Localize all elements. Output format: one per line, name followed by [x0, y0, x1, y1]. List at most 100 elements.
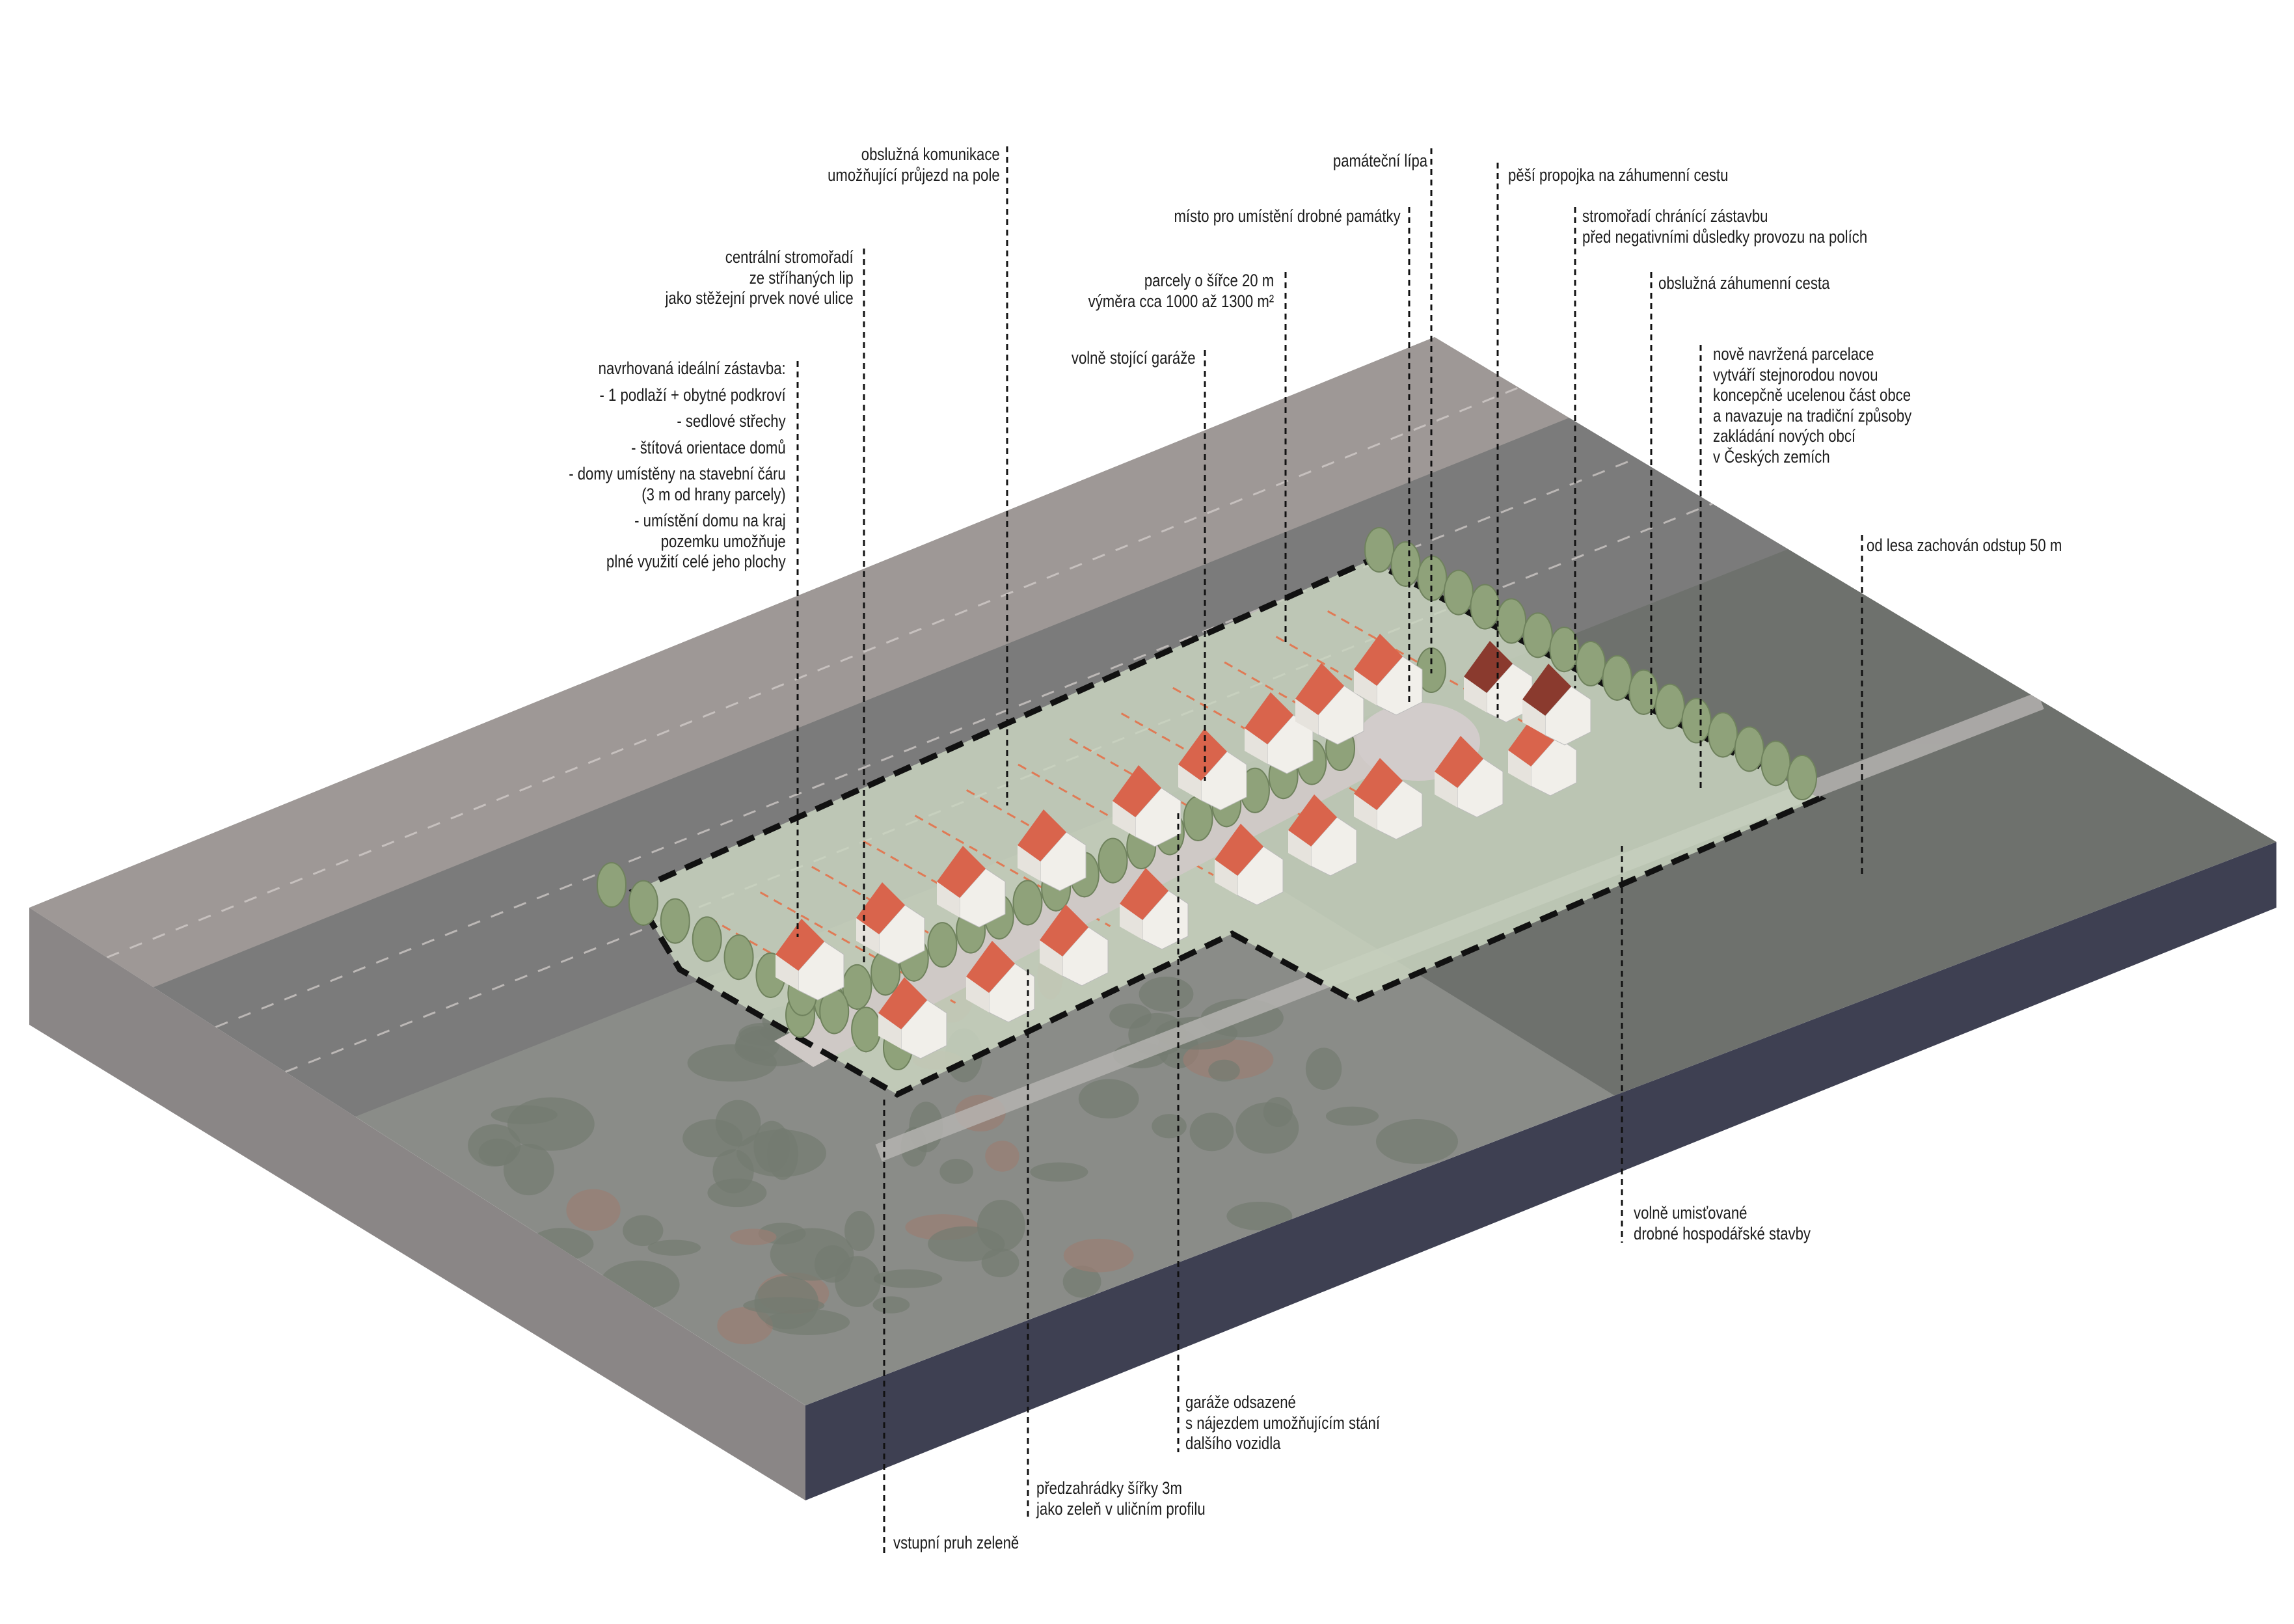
village-feature — [736, 1130, 826, 1177]
annotation-line: s nájezdem umožňujícím stání — [1185, 1413, 1381, 1433]
tree — [1576, 641, 1606, 686]
village-feature — [1183, 1039, 1274, 1080]
annotation-line: od lesa zachován odstup 50 m — [1867, 535, 2062, 555]
village-feature — [729, 1228, 777, 1245]
tree — [1522, 612, 1553, 658]
village-feature — [939, 1159, 973, 1184]
house — [1522, 664, 1591, 746]
village-feature — [566, 1189, 621, 1231]
annotation-monument-place: místo pro umístění drobné památky — [1174, 206, 1401, 227]
annotation-line: nově navržená parcelace — [1713, 344, 1874, 364]
tree — [692, 916, 722, 962]
village-feature — [1062, 1265, 1101, 1298]
annotation-line: vstupní pruh zeleně — [893, 1533, 1019, 1552]
annotation-line: a navazuje na tradiční způsoby — [1713, 405, 1912, 426]
annotation-line: zakládání nových obcí — [1713, 426, 1856, 446]
plot-line — [759, 891, 956, 1004]
village-feature — [754, 1276, 819, 1330]
plot-line — [914, 815, 1111, 927]
annotation-line: - umístění domu na kraj — [634, 511, 786, 530]
village-feature — [647, 1239, 701, 1256]
village-feature — [985, 1141, 1019, 1172]
village-feature — [1063, 1238, 1134, 1273]
house — [1178, 729, 1247, 811]
tree — [1787, 755, 1817, 800]
village-feature — [1208, 1059, 1240, 1082]
village-feature — [1226, 1201, 1293, 1231]
house — [1354, 634, 1423, 716]
house — [1040, 904, 1109, 986]
house — [966, 941, 1035, 1023]
annotation-line: pozemku umožňuje — [661, 531, 786, 551]
village-feature — [1325, 1106, 1379, 1126]
tree — [1443, 569, 1474, 616]
tree — [1761, 740, 1791, 787]
tree — [851, 1007, 882, 1053]
tree — [1364, 527, 1394, 573]
tree — [1628, 669, 1659, 715]
village-feature — [770, 1228, 854, 1281]
annotation-line: koncepčně ucelenou část obce — [1713, 385, 1911, 405]
tree — [597, 862, 627, 908]
houses — [776, 634, 1591, 1059]
annotation-line: obslužná komunikace — [861, 144, 1000, 164]
tree — [927, 922, 958, 968]
village-feature — [623, 1215, 664, 1247]
annotation-line: dalšího vozidla — [1185, 1433, 1281, 1453]
village-feature — [928, 1226, 1005, 1262]
tree — [723, 934, 754, 981]
tree — [1681, 697, 1712, 744]
village-feature — [1235, 1102, 1299, 1154]
house — [856, 882, 925, 964]
annotation-line: ze stříhaných lip — [749, 267, 854, 288]
tree — [660, 898, 690, 944]
annotation-line: obslužná záhumenní cesta — [1658, 273, 1830, 293]
annotation-line: jako stěžejní prvek nové ulice — [665, 288, 854, 308]
annotation-line: navrhovaná ideální zástavba: — [598, 359, 786, 378]
annotation-line: - štítová orientace domů — [631, 437, 786, 457]
annotation-line: - 1 podlaží + obytné podkroví — [599, 385, 786, 405]
annotation-line: místo pro umístění drobné památky — [1174, 206, 1401, 226]
slab-left-face — [29, 908, 805, 1500]
annotation-line: umožňující průjezd na pole — [828, 165, 1000, 185]
annotation-back-lane: obslužná záhumenní cesta — [1658, 273, 1829, 294]
village-feature — [873, 1269, 943, 1288]
annotation-line: plné využití celé jeho plochy — [606, 552, 786, 571]
annotation-line: stromořadí chránící zástavbu — [1582, 206, 1768, 226]
tree — [1654, 683, 1685, 729]
annotation-detached-garages: volně stojící garáže — [1072, 348, 1196, 369]
village-feature — [844, 1210, 875, 1251]
annotation-line: památeční lípa — [1332, 151, 1427, 170]
house — [1295, 663, 1364, 745]
house — [1245, 692, 1314, 774]
annotation-line: parcely o šířce 20 m — [1144, 271, 1274, 290]
annotation-line: volně umisťované — [1634, 1203, 1747, 1223]
annotation-line: drobné hospodářské stavby — [1634, 1223, 1811, 1243]
house — [1215, 824, 1284, 906]
house — [1113, 765, 1181, 847]
annotation-line: výměra cca 1000 až 1300 m² — [1088, 291, 1274, 311]
annotation-line: garáže odsazené — [1185, 1392, 1296, 1412]
tree — [1602, 655, 1632, 701]
annotation-line: vytváří stejnorodou novou — [1713, 364, 1878, 385]
tree — [1098, 837, 1128, 884]
village-feature — [981, 1248, 1019, 1278]
village-feature — [503, 1143, 554, 1196]
village-feature — [1078, 1079, 1139, 1119]
tree — [1183, 795, 1213, 841]
tree — [1708, 712, 1738, 758]
leader-lines — [796, 146, 1863, 1554]
village-feature — [1189, 1113, 1234, 1152]
field-track — [215, 457, 1638, 1028]
house — [878, 977, 947, 1059]
tree — [628, 880, 658, 926]
village-feature — [1109, 1003, 1152, 1029]
village-feature — [1030, 1162, 1088, 1182]
field-upper — [29, 337, 1570, 988]
annotation-line: - domy umístěny na stavební čáru — [569, 464, 786, 483]
annotation-line: pěší propojka na záhumenní cestu — [1508, 165, 1729, 185]
street — [774, 712, 1441, 1067]
